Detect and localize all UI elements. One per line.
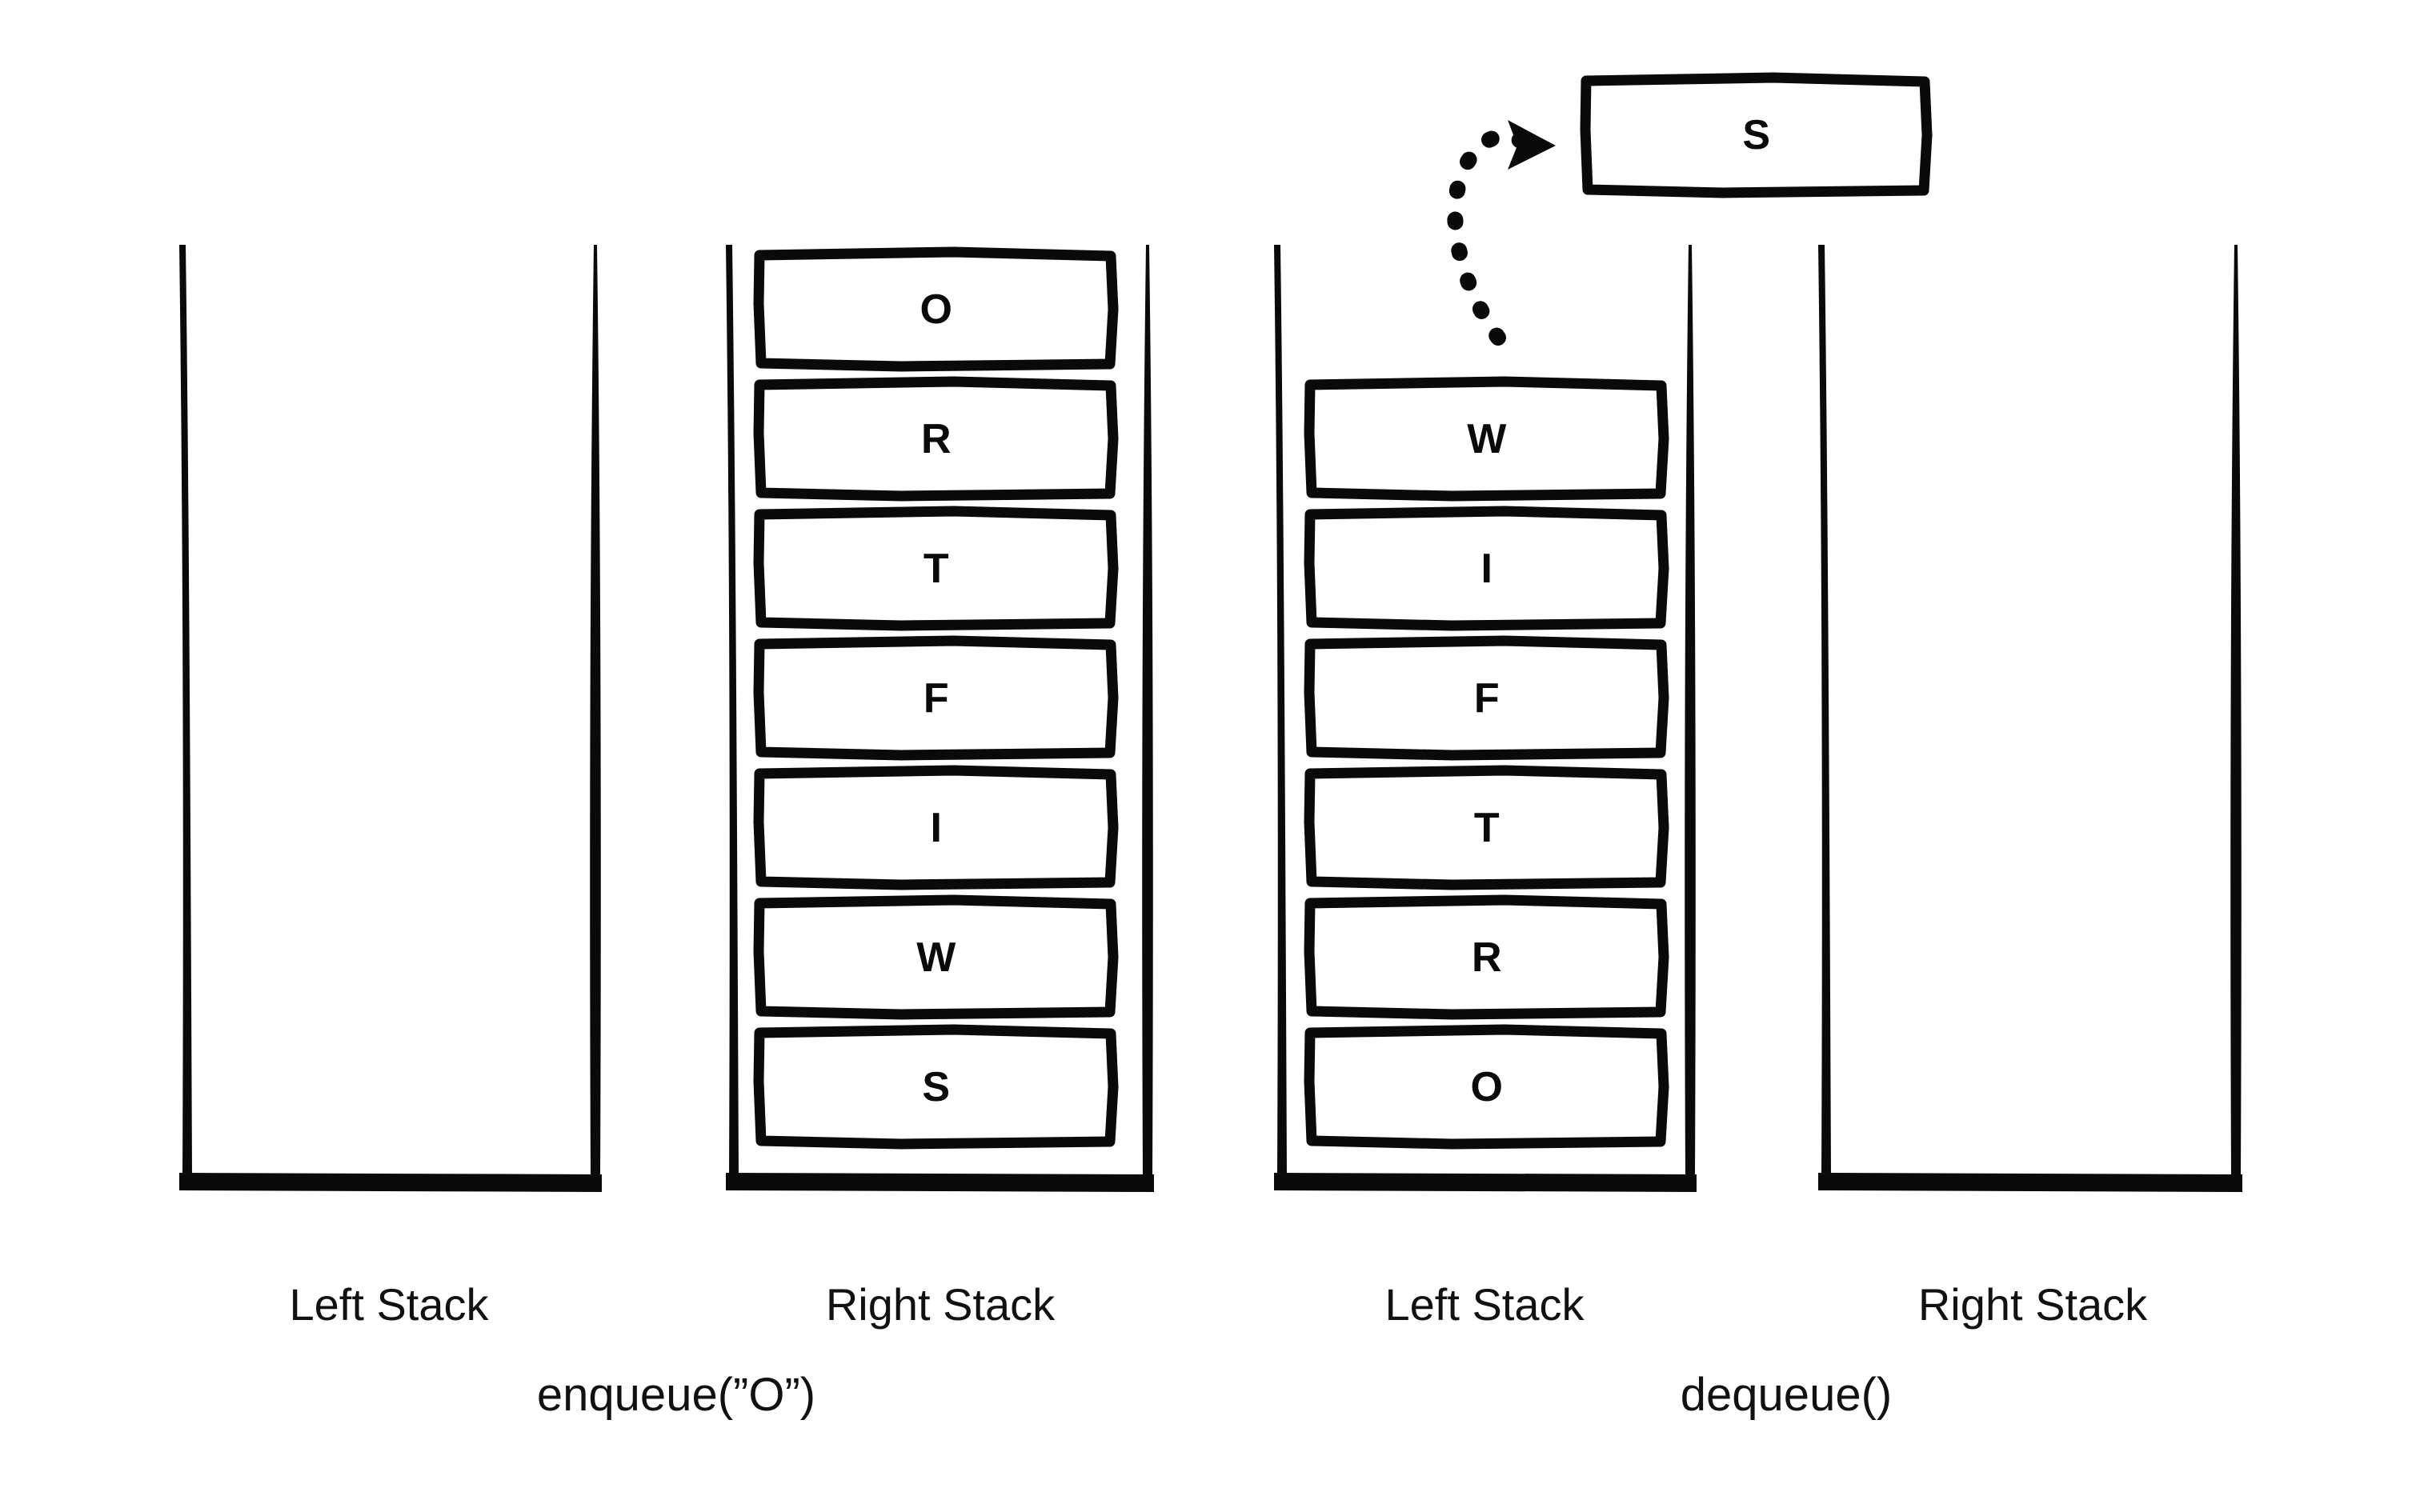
stack-element-box [1304, 1024, 1669, 1150]
stack-element-box [1304, 506, 1669, 631]
dequeue-pop-arrow [1447, 120, 1556, 346]
stack-element-box [1304, 894, 1669, 1020]
stack-element-box [1304, 765, 1669, 890]
operation-caption-1: dequeue() [1680, 1369, 1893, 1421]
stack-caption-dequeue-left-stack: Left Stack [1384, 1279, 1585, 1330]
stack-element-box [753, 765, 1119, 890]
stack-element-box [753, 246, 1119, 372]
stack-caption-enqueue-right-stack: Right Stack [825, 1279, 1056, 1330]
operation-caption-0: enqueue(”O”) [536, 1369, 816, 1421]
stack-element-box [753, 894, 1119, 1020]
stack-caption-dequeue-right-stack: Right Stack [1917, 1279, 2148, 1330]
stack-container-dequeue-right [1818, 245, 2242, 1192]
stack-element-box [1304, 635, 1669, 761]
stack-container-dequeue-left [1274, 245, 1697, 1192]
stack-element-box [753, 635, 1119, 761]
stack-container-enqueue-left [179, 245, 602, 1192]
stack-element-box [753, 1024, 1119, 1150]
popped-element-box [1580, 72, 1933, 198]
stack-element-box [753, 376, 1119, 502]
stack-element-box [1304, 376, 1669, 502]
stack-element-box [753, 506, 1119, 631]
element-boxes-layer [753, 72, 1933, 1150]
stack-caption-enqueue-left-stack: Left Stack [289, 1279, 489, 1330]
stack-container-enqueue-right [726, 245, 1154, 1192]
